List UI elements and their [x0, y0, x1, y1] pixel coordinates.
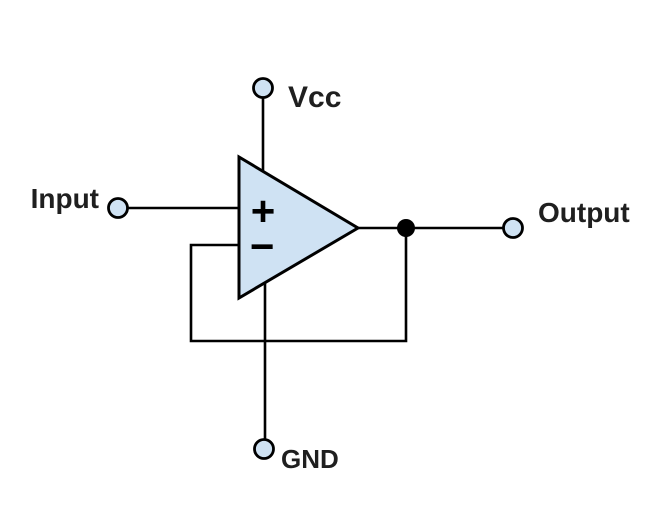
input-label: Input — [31, 183, 99, 214]
inverting-minus-symbol: − — [250, 223, 275, 270]
vcc-label: Vcc — [288, 81, 341, 114]
gnd-label: GND — [281, 444, 339, 474]
output-terminal — [502, 217, 524, 239]
gnd-terminal — [253, 438, 275, 460]
noninverting-plus-symbol: + — [251, 188, 276, 235]
feedback-wire — [189, 228, 408, 343]
output-label: Output — [538, 197, 630, 228]
vcc-terminal — [252, 77, 274, 99]
opamp-triangle — [237, 154, 361, 301]
input-terminal — [107, 197, 129, 219]
junction-dot — [397, 219, 415, 237]
